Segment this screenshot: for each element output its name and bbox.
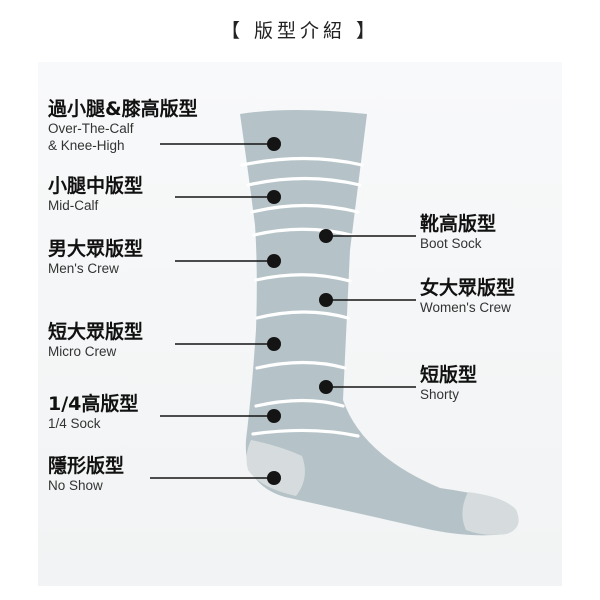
label-boot-sock: 靴高版型 Boot Sock bbox=[420, 213, 496, 252]
label-over-the-calf: 過小腿&膝高版型 Over-The-Calf & Knee-High bbox=[48, 98, 198, 154]
label-zh: 女大眾版型 bbox=[420, 277, 516, 299]
dot-quarter-sock bbox=[267, 409, 281, 423]
band-2 bbox=[246, 176, 362, 187]
dot-boot-sock bbox=[319, 229, 333, 243]
label-en: Micro Crew bbox=[48, 344, 117, 359]
label-no-show: 隱形版型 No Show bbox=[48, 455, 124, 494]
band-1 bbox=[240, 156, 364, 167]
label-en: Boot Sock bbox=[420, 236, 482, 251]
band-8 bbox=[254, 398, 345, 408]
label-en: No Show bbox=[48, 478, 103, 493]
label-zh: 過小腿&膝高版型 bbox=[48, 98, 198, 120]
label-mid-calf: 小腿中版型 Mid-Calf bbox=[48, 175, 143, 214]
dot-no-show bbox=[267, 471, 281, 485]
heel-accent bbox=[246, 440, 305, 496]
label-en-secondary: & Knee-High bbox=[48, 138, 125, 153]
leader-lines bbox=[150, 143, 416, 479]
dot-shorty bbox=[319, 380, 333, 394]
band-9 bbox=[251, 428, 360, 438]
label-zh: 短大眾版型 bbox=[48, 321, 144, 343]
label-en: Women's Crew bbox=[420, 300, 511, 315]
label-shorty: 短版型 Shorty bbox=[420, 364, 477, 403]
band-4 bbox=[252, 227, 357, 238]
label-womens-crew: 女大眾版型 Women's Crew bbox=[420, 277, 515, 316]
dot-mens-crew bbox=[267, 254, 281, 268]
toe-accent bbox=[462, 492, 519, 535]
band-6 bbox=[255, 310, 350, 320]
label-zh: 1/4高版型 bbox=[48, 393, 139, 415]
label-micro-crew: 短大眾版型 Micro Crew bbox=[48, 321, 143, 360]
label-zh: 隱形版型 bbox=[48, 455, 125, 477]
sock-bands bbox=[240, 156, 364, 438]
label-en: 1/4 Sock bbox=[48, 416, 101, 431]
dot-micro-crew bbox=[267, 337, 281, 351]
band-7 bbox=[255, 360, 347, 370]
dot-womens-crew bbox=[319, 293, 333, 307]
dot-over-the-calf bbox=[267, 137, 281, 151]
label-zh: 小腿中版型 bbox=[48, 175, 144, 197]
label-en: Shorty bbox=[420, 387, 460, 402]
label-en: Men's Crew bbox=[48, 261, 119, 276]
band-5 bbox=[254, 273, 352, 283]
label-zh: 短版型 bbox=[420, 364, 478, 386]
marker-dots bbox=[267, 137, 333, 485]
label-quarter-sock: 1/4高版型 1/4 Sock bbox=[48, 393, 138, 432]
label-en: Over-The-Calf bbox=[48, 121, 134, 136]
band-3 bbox=[250, 203, 360, 214]
label-en: Mid-Calf bbox=[48, 198, 99, 213]
page-title: 【 版型介紹 】 bbox=[220, 20, 380, 42]
label-zh: 靴高版型 bbox=[420, 213, 497, 235]
label-zh: 男大眾版型 bbox=[48, 238, 144, 260]
dot-mid-calf bbox=[267, 190, 281, 204]
label-mens-crew: 男大眾版型 Men's Crew bbox=[48, 238, 143, 277]
